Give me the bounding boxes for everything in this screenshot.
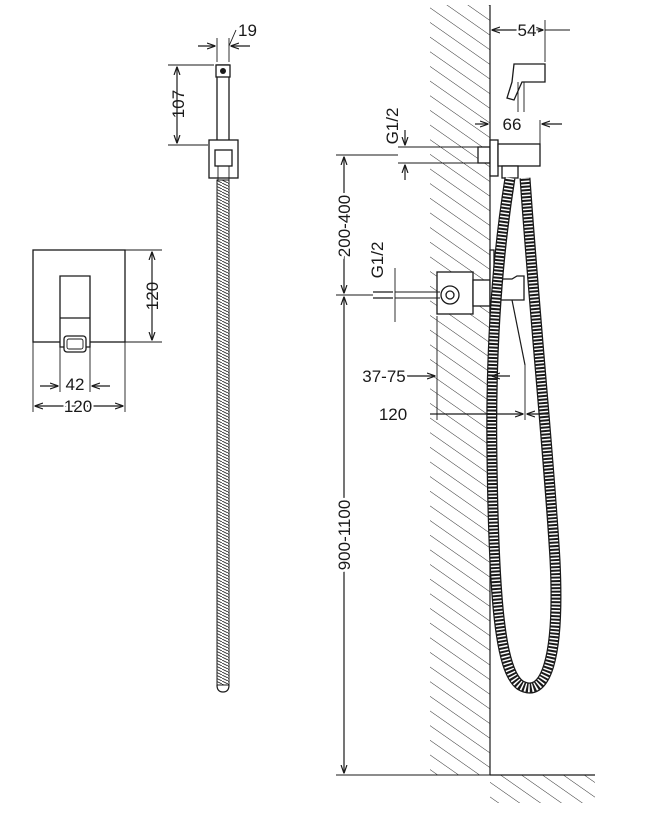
wall-section (430, 5, 595, 803)
concealed-mixer-side-view (395, 249, 526, 366)
lower-thread-dimension: G1/2 (368, 242, 396, 322)
front-handle-width-dimension: 42 (40, 347, 110, 394)
sprayer-depth-label: 66 (503, 115, 522, 134)
panel-projection-label: 120 (379, 405, 407, 424)
sprayer-depth-dimension: 66 (475, 113, 562, 144)
hand-shower-front-view (208, 64, 239, 181)
mixer-front-view (32, 249, 126, 353)
upper-thread-label: G1/2 (383, 108, 402, 145)
holder-width-label: 19 (238, 21, 257, 40)
lower-thread-label: G1/2 (368, 242, 387, 279)
panel-projection-dimension: 120 (379, 365, 548, 424)
mixer-height-dimension: 900-1100 (333, 297, 490, 776)
holder-height-dimension: 107 (168, 64, 214, 146)
hand-sprayer-side-view (506, 63, 546, 112)
outlet-height-label: 200-400 (335, 195, 354, 257)
front-panel-height-dimension: 120 (125, 249, 162, 343)
upper-thread-dimension: G1/2 (383, 108, 478, 180)
wall-outlet-holder (477, 139, 541, 179)
mixer-height-label: 900-1100 (335, 500, 354, 571)
side-view-hose (486, 177, 562, 694)
front-panel-width-label: 120 (64, 397, 92, 416)
outlet-height-dimension: 200-400 (333, 154, 398, 296)
flexible-hose (216, 179, 230, 693)
front-handle-width-label: 42 (66, 375, 85, 394)
installation-depth-dimension: 37-75 (360, 316, 510, 420)
holder-width-dimension: 19 (198, 21, 257, 62)
sprayer-length-dimension: 54 (489, 19, 570, 62)
holder-height-label: 107 (169, 90, 188, 118)
front-panel-width-dimension: 120 (32, 342, 126, 418)
installation-depth-label: 37-75 (362, 367, 405, 386)
front-panel-height-label: 120 (143, 282, 162, 310)
sprayer-length-label: 54 (518, 21, 537, 40)
